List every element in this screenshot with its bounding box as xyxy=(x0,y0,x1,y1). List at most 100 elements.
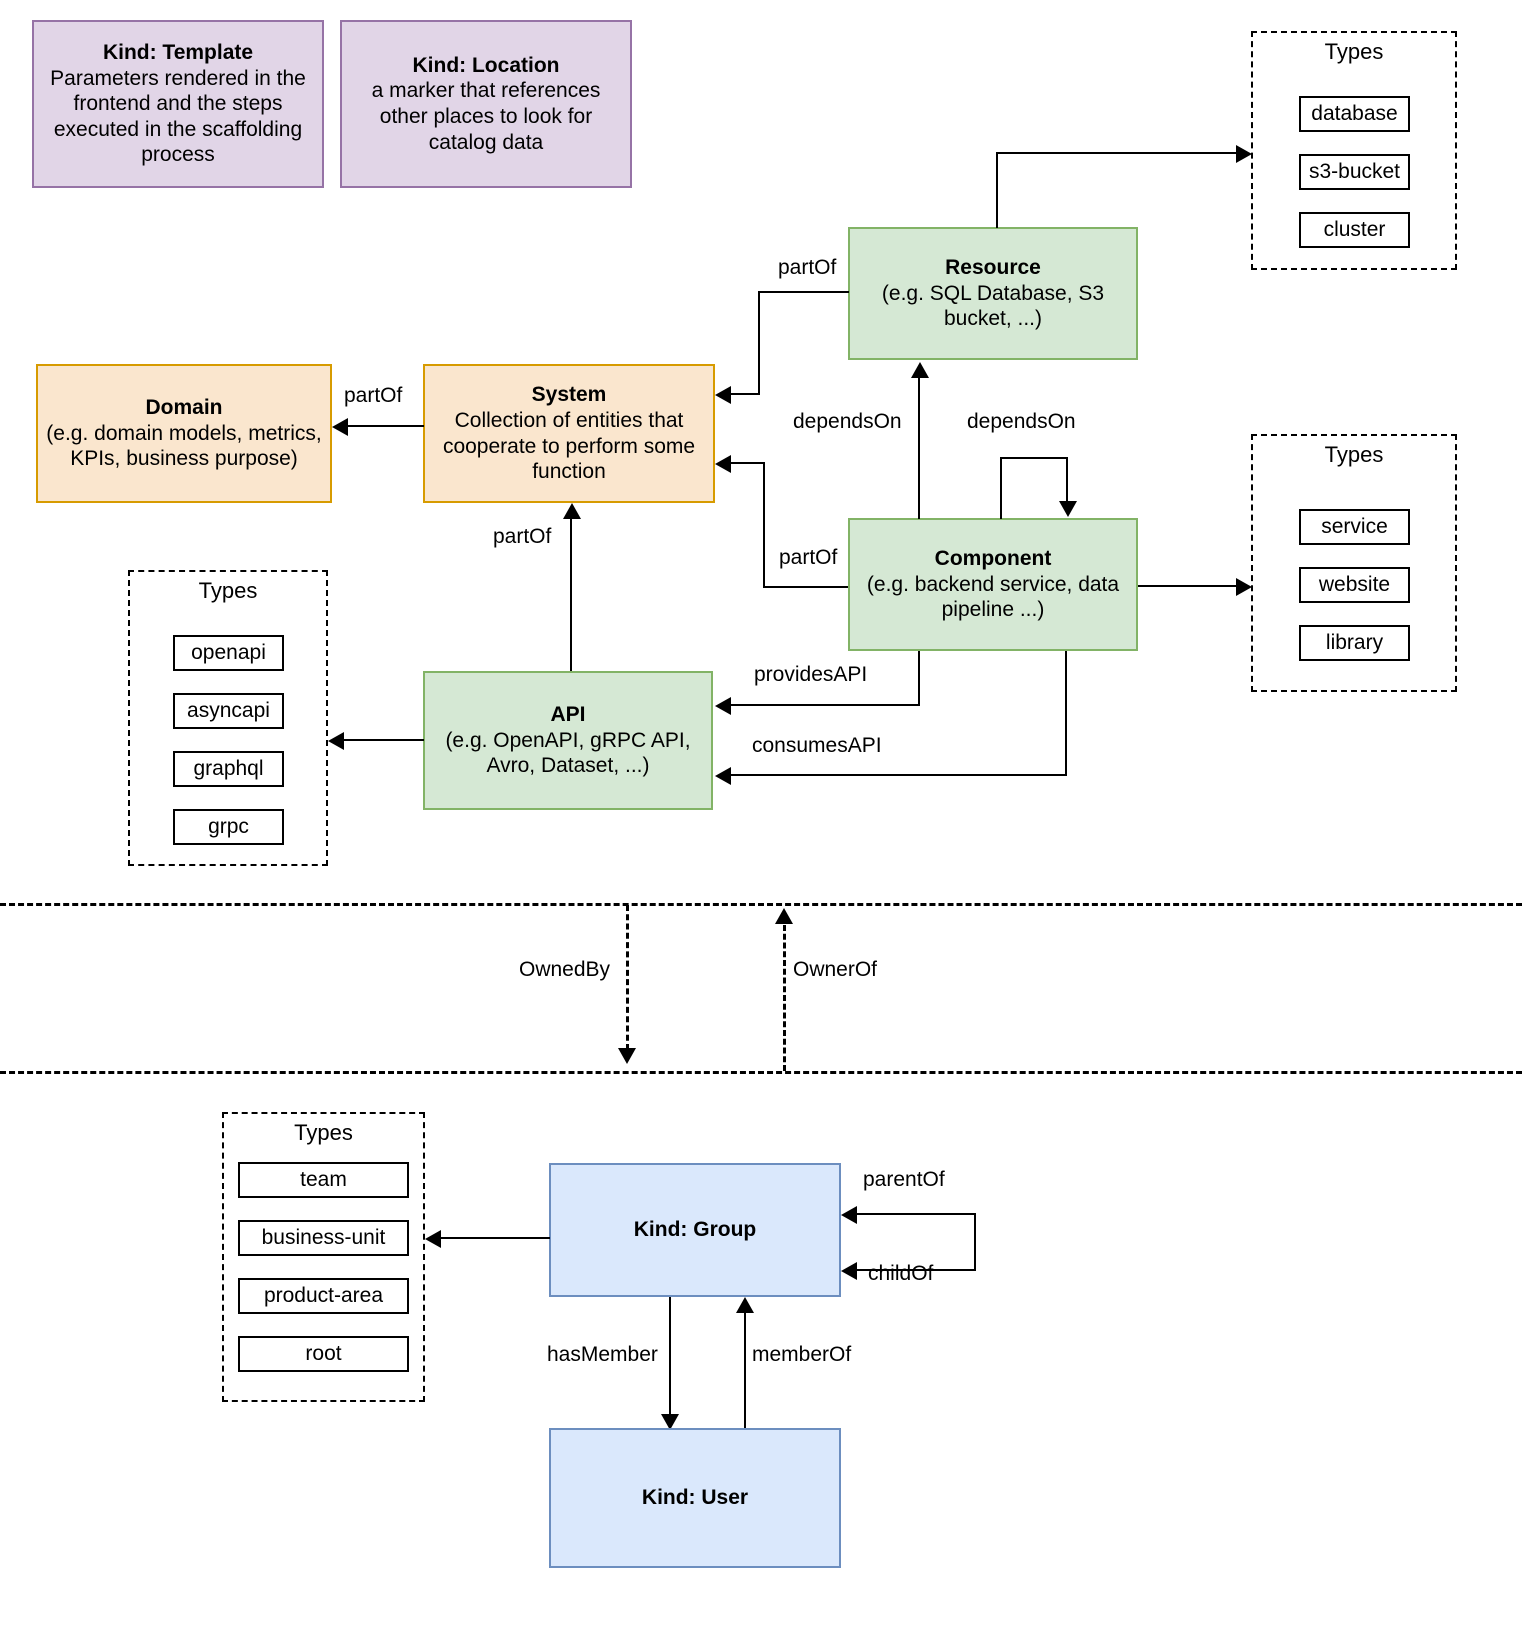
edge-label-system-partof-domain: partOf xyxy=(344,384,403,407)
edge-group-parentof-h xyxy=(857,1213,976,1215)
type-chip-openapi[interactable]: openapi xyxy=(173,635,284,671)
edge-api-to-types xyxy=(344,739,424,741)
edge-component-to-types xyxy=(1138,585,1238,587)
edge-label-ownedby: OwnedBy xyxy=(519,958,611,981)
type-chip-website[interactable]: website xyxy=(1299,567,1410,603)
edge-label-group-childof: childOf xyxy=(868,1262,934,1285)
type-chip-asyncapi[interactable]: asyncapi xyxy=(173,693,284,729)
arrowhead-component-partof-system xyxy=(715,455,731,473)
type-chip-business-unit-label: business-unit xyxy=(261,1226,386,1249)
edge-label-component-providesapi: providesAPI xyxy=(754,663,868,686)
node-api[interactable]: API (e.g. OpenAPI, gRPC API, Avro, Datas… xyxy=(423,671,713,810)
edge-resource-partof-system-v xyxy=(758,291,760,395)
type-chip-team-label: team xyxy=(300,1168,347,1191)
type-chip-s3-bucket-label: s3-bucket xyxy=(1308,160,1401,183)
types-box-component-caption: Types xyxy=(1324,442,1384,467)
edge-resource-partof-system-h1 xyxy=(758,291,849,293)
arrowhead-component-providesapi xyxy=(715,697,731,715)
type-chip-database[interactable]: database xyxy=(1299,96,1410,132)
edge-component-selfloop-top xyxy=(1000,457,1068,459)
type-chip-root-label: root xyxy=(305,1342,342,1365)
types-box-group-caption: Types xyxy=(294,1120,353,1145)
edge-resource-to-types-horizontal xyxy=(996,152,1238,154)
arrowhead-group-to-types xyxy=(425,1230,441,1248)
type-chip-grpc[interactable]: grpc xyxy=(173,809,284,845)
type-chip-library[interactable]: library xyxy=(1299,625,1410,661)
edge-group-to-types xyxy=(441,1237,550,1239)
arrowhead-user-memberof xyxy=(736,1297,754,1313)
node-resource-desc: (e.g. SQL Database, S3 bucket, ...) xyxy=(881,281,1105,331)
edge-label-resource-partof-system: partOf xyxy=(778,256,837,279)
type-chip-service[interactable]: service xyxy=(1299,509,1410,545)
arrowhead-group-parentof xyxy=(841,1206,857,1224)
edge-label-component-dependson-resource: dependsOn xyxy=(793,410,902,433)
edge-label-component-consumesapi: consumesAPI xyxy=(752,734,882,757)
type-chip-root[interactable]: root xyxy=(238,1336,409,1372)
type-chip-library-label: library xyxy=(1325,631,1384,654)
edge-ownerof xyxy=(783,925,786,1071)
arrowhead-ownerof xyxy=(775,908,793,924)
edge-component-selfloop-left xyxy=(1000,457,1002,519)
node-kind-user[interactable]: Kind: User xyxy=(549,1428,841,1568)
edge-user-memberof xyxy=(744,1313,746,1431)
node-kind-template[interactable]: Kind: Template Parameters rendered in th… xyxy=(32,20,324,188)
type-chip-graphql[interactable]: graphql xyxy=(173,751,284,787)
separator-upper xyxy=(0,903,1522,906)
edge-label-component-dependson-component: dependsOn xyxy=(967,410,1076,433)
type-chip-graphql-label: graphql xyxy=(193,757,264,780)
edge-component-partof-system-h1 xyxy=(763,586,881,588)
node-system[interactable]: System Collection of entities that coope… xyxy=(423,364,715,503)
node-resource[interactable]: Resource (e.g. SQL Database, S3 bucket, … xyxy=(848,227,1138,360)
types-box-component: Types xyxy=(1251,434,1457,692)
edge-label-group-hasmember: hasMember xyxy=(547,1343,658,1366)
node-api-desc: (e.g. OpenAPI, gRPC API, Avro, Dataset, … xyxy=(445,728,691,778)
arrowhead-component-selfloop xyxy=(1059,501,1077,517)
separator-lower xyxy=(0,1071,1522,1074)
edge-label-api-partof-system: partOf xyxy=(493,525,552,548)
type-chip-website-label: website xyxy=(1318,573,1391,596)
edge-label-user-memberof: memberOf xyxy=(752,1343,852,1366)
type-chip-s3-bucket[interactable]: s3-bucket xyxy=(1299,154,1410,190)
edge-component-partof-system-v xyxy=(763,462,765,588)
type-chip-cluster[interactable]: cluster xyxy=(1299,212,1410,248)
node-kind-location-title: Kind: Location xyxy=(412,53,560,77)
edge-group-parentof-v xyxy=(974,1213,976,1271)
edge-group-childof-h xyxy=(857,1269,976,1271)
node-kind-group[interactable]: Kind: Group xyxy=(549,1163,841,1297)
edge-component-providesapi-h xyxy=(731,704,920,706)
edge-ownedby xyxy=(626,905,629,1050)
arrowhead-api-to-types xyxy=(328,732,344,750)
edge-label-component-partof-system: partOf xyxy=(779,546,838,569)
node-domain[interactable]: Domain (e.g. domain models, metrics, KPI… xyxy=(36,364,332,503)
edge-resource-partof-system-h2 xyxy=(731,393,760,395)
edge-component-partof-system-h2 xyxy=(731,462,764,464)
types-box-resource-caption: Types xyxy=(1324,39,1384,64)
edge-api-partof-system xyxy=(570,519,572,671)
type-chip-business-unit[interactable]: business-unit xyxy=(238,1220,409,1256)
arrowhead-component-dependson-resource xyxy=(911,362,929,378)
node-domain-desc: (e.g. domain models, metrics, KPIs, busi… xyxy=(46,421,322,471)
node-api-title: API xyxy=(550,703,586,727)
type-chip-database-label: database xyxy=(1311,102,1398,125)
edge-system-partof-domain xyxy=(348,425,424,427)
type-chip-service-label: service xyxy=(1321,515,1388,538)
type-chip-product-area[interactable]: product-area xyxy=(238,1278,409,1314)
edge-label-group-parentof: parentOf xyxy=(863,1168,945,1191)
node-domain-title: Domain xyxy=(145,396,223,420)
type-chip-grpc-label: grpc xyxy=(208,815,249,838)
arrowhead-resource-partof-system xyxy=(715,386,731,404)
arrowhead-group-hasmember xyxy=(661,1414,679,1430)
node-kind-template-desc: Parameters rendered in the frontend and … xyxy=(50,66,306,167)
edge-component-consumesapi-h xyxy=(731,774,1067,776)
edge-component-dependson-resource xyxy=(918,378,920,519)
type-chip-team[interactable]: team xyxy=(238,1162,409,1198)
edge-resource-to-types-vertical xyxy=(996,152,998,228)
type-chip-openapi-label: openapi xyxy=(191,641,266,664)
node-kind-user-title: Kind: User xyxy=(641,1486,749,1510)
types-box-group: Types xyxy=(222,1112,425,1402)
types-box-api-caption: Types xyxy=(198,578,258,603)
node-component[interactable]: Component (e.g. backend service, data pi… xyxy=(848,518,1138,651)
node-kind-location[interactable]: Kind: Location a marker that references … xyxy=(340,20,632,188)
node-kind-group-title: Kind: Group xyxy=(633,1218,757,1242)
node-resource-title: Resource xyxy=(945,256,1041,280)
